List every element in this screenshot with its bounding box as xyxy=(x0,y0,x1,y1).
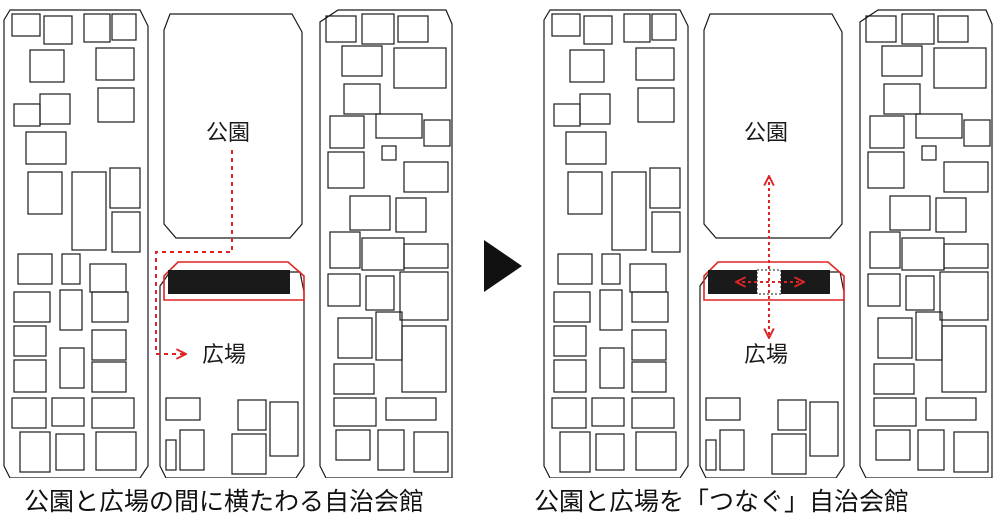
hall-outline-after xyxy=(703,261,845,301)
park-label-after: 公園 xyxy=(744,121,788,146)
buildings-west xyxy=(11,13,141,473)
community-hall-before xyxy=(168,270,290,294)
hall-outline-before xyxy=(163,261,305,301)
plaza-label-before: 広場 xyxy=(202,343,246,368)
buildings-plaza xyxy=(165,397,299,475)
caption-before: 公園と広場の間に横たわる自治会館 xyxy=(24,487,425,516)
connection-arrows xyxy=(736,176,804,338)
buildings-plaza-after xyxy=(705,397,839,475)
caption-after: 公園と広場を「つなぐ」自治会館 xyxy=(534,487,910,516)
buildings-east xyxy=(325,13,451,473)
panel-before xyxy=(3,9,453,479)
buildings-east-after xyxy=(865,13,991,473)
diagram-svg: 公園 広場 xyxy=(3,9,993,479)
park-block xyxy=(163,13,303,239)
hall-group-before xyxy=(163,261,305,301)
buildings-west-after xyxy=(551,13,681,473)
play-triangle-icon xyxy=(484,240,522,292)
park-block-after xyxy=(703,13,843,239)
plaza-label-after: 広場 xyxy=(744,343,788,368)
detour-path xyxy=(155,150,233,354)
park-label-before: 公園 xyxy=(206,121,250,146)
